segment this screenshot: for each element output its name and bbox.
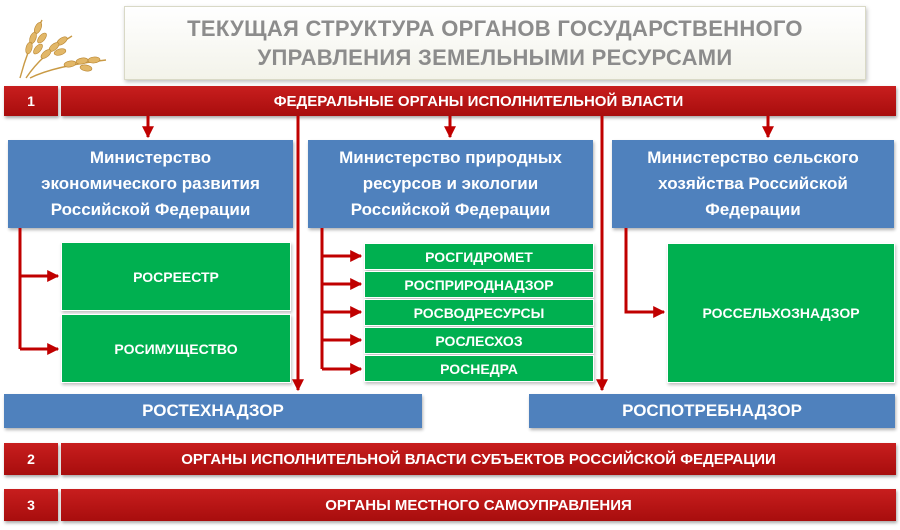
ministry-agriculture: Министерство сельского хозяйства Российс… xyxy=(612,140,894,228)
agency-rosselkhoznadzor: РОССЕЛЬХОЗНАДЗОР xyxy=(667,243,895,383)
agency-rosvodresursy: РОСВОДРЕСУРСЫ xyxy=(364,299,594,326)
title-box: ТЕКУЩАЯ СТРУКТУРА ОРГАНОВ ГОСУДАРСТВЕННО… xyxy=(124,6,866,80)
level-2-number: 2 xyxy=(4,443,58,475)
level-3-number: 3 xyxy=(4,489,58,521)
level-2-bar: ОРГАНЫ ИСПОЛНИТЕЛЬНОЙ ВЛАСТИ СУБЪЕКТОВ Р… xyxy=(61,443,896,475)
agency-rosnedra: РОСНЕДРА xyxy=(364,355,594,382)
agency-rosgidromet: РОСГИДРОМЕТ xyxy=(364,243,594,270)
ministry-natural-resources: Министерство природных ресурсов и эколог… xyxy=(308,140,593,228)
level-1-bar: ФЕДЕРАЛЬНЫЕ ОРГАНЫ ИСПОЛНИТЕЛЬНОЙ ВЛАСТИ xyxy=(61,86,896,116)
wheat-ears-icon xyxy=(19,19,107,79)
service-rostekhnadzor: РОСТЕХНАДЗОР xyxy=(4,394,422,428)
level-1-number: 1 xyxy=(4,86,58,116)
agency-rosreestr: РОСРЕЕСТР xyxy=(61,242,291,311)
service-rospotrebnadzor: РОСПОТРЕБНАДЗОР xyxy=(529,394,895,428)
arrow-to-rosselkhoznadzor xyxy=(624,228,666,318)
page-title: ТЕКУЩАЯ СТРУКТУРА ОРГАНОВ ГОСУДАРСТВЕННО… xyxy=(187,16,803,70)
agency-rosleskhoz: РОСЛЕСХОЗ xyxy=(364,327,594,354)
agency-rosprirodnadzor: РОСПРИРОДНАДЗОР xyxy=(364,271,594,298)
level-3-bar: ОРГАНЫ МЕСТНОГО САМОУПРАВЛЕНИЯ xyxy=(61,489,896,521)
ministry-economic-development: Министерство экономического развития Рос… xyxy=(8,140,293,228)
agency-rosimushchestvo: РОСИМУЩЕСТВО xyxy=(61,314,291,383)
